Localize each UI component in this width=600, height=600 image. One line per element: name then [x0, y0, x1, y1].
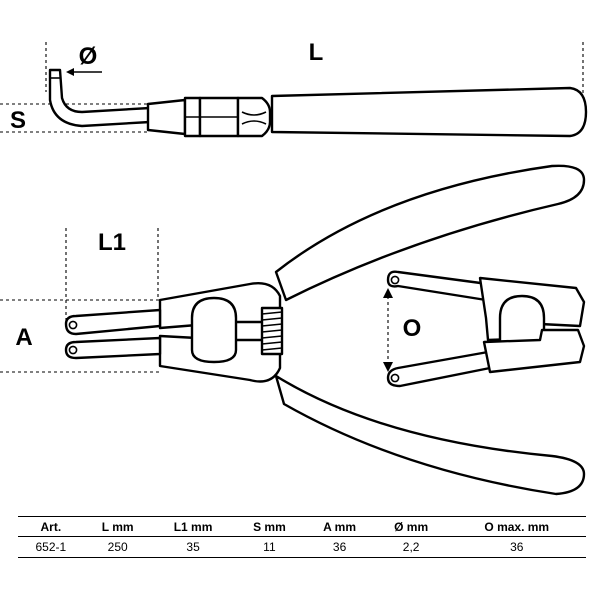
specification-table: Art. L mm L1 mm S mm A mm Ø mm O max. mm…: [18, 516, 586, 558]
label-A: A: [15, 324, 32, 351]
label-L1: L1: [98, 229, 126, 256]
cell-L: 250: [83, 536, 152, 558]
side-view: [0, 42, 588, 138]
header-L: L mm: [83, 516, 152, 537]
opened-jaws-view: [383, 270, 586, 388]
cell-L1: 35: [151, 536, 235, 558]
cell-art: 652-1: [18, 536, 84, 558]
label-S: S: [10, 107, 26, 134]
table-header-row: Art. L mm L1 mm S mm A mm Ø mm O max. mm: [18, 516, 586, 537]
header-diameter: Ø mm: [374, 516, 448, 537]
cell-S: 11: [234, 536, 305, 558]
cell-A: 36: [304, 536, 375, 558]
header-S: S mm: [234, 516, 305, 537]
header-O: O max. mm: [447, 516, 586, 537]
header-L1: L1 mm: [151, 516, 235, 537]
cell-diameter: 2,2: [374, 536, 448, 558]
label-L: L: [309, 39, 324, 66]
label-diameter: Ø: [79, 43, 98, 70]
label-O: O: [403, 315, 422, 342]
header-art: Art.: [18, 516, 84, 537]
technical-drawing: L Ø S L1 A O: [0, 39, 588, 496]
cell-O: 36: [447, 536, 586, 558]
plan-view-closed: [0, 164, 586, 496]
header-A: A mm: [304, 516, 375, 537]
table-row: 652-1 250 35 11 36 2,2 36: [18, 536, 586, 558]
